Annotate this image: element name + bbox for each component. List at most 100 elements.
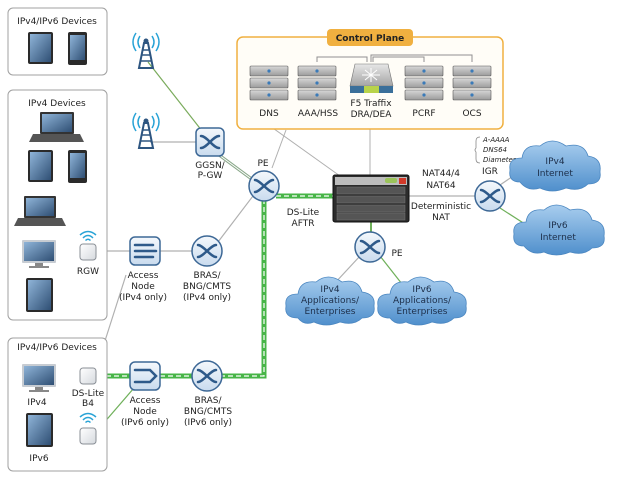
bras-bng-cmts-ipv6[interactable]: BRAS/ BNG/CMTS (IPv6 only) xyxy=(184,360,232,428)
cloud-icon xyxy=(509,140,601,192)
cloud-label-line1: IPv4 xyxy=(320,285,339,295)
igr-note: Diameter xyxy=(483,156,517,164)
access-node-icon xyxy=(133,368,158,384)
f5-cgnat-appliance[interactable] xyxy=(332,174,410,223)
ds-lite-tunnel xyxy=(98,193,333,379)
link-tower1-ggsn xyxy=(147,61,207,137)
monitor-icon xyxy=(22,364,56,392)
bras-v4-label-line2: BNG/CMTS xyxy=(183,282,231,292)
cloud-label-line1: IPv6 xyxy=(412,285,431,295)
server-label: DNS xyxy=(259,109,279,119)
bras-v6-label-line2: BNG/CMTS xyxy=(184,407,232,417)
b4-label-line1: DS-Lite xyxy=(72,389,105,399)
f5-traffix-dra-dea[interactable]: F5 Traffix DRA/DEA xyxy=(349,63,394,120)
bras-v4-label-line3: (IPv4 only) xyxy=(183,293,231,303)
cloud-icon xyxy=(513,204,605,256)
pe-router-lower[interactable]: PE xyxy=(354,231,403,263)
server-stack-icon xyxy=(249,65,289,101)
igr-router[interactable]: IGR xyxy=(474,167,506,212)
igr-note: A-AAAA xyxy=(482,136,510,144)
b4-label-line2: B4 xyxy=(82,399,94,409)
bras-v6-label-line1: BRAS/ xyxy=(195,396,223,406)
router-icon xyxy=(196,368,218,384)
cloud-ipv4-internet: IPv4 Internet xyxy=(509,140,601,192)
server-pcrf[interactable]: PCRF xyxy=(404,65,444,119)
server-label: OCS xyxy=(462,109,481,119)
cell-tower-icon xyxy=(132,112,160,149)
wifi-icon xyxy=(79,412,97,424)
nat-label-line1: NAT44/4 xyxy=(422,169,460,179)
switch-icon xyxy=(199,134,221,150)
tablet-icon xyxy=(28,150,53,182)
ds-lite-b4-node[interactable]: DS-Lite B4 xyxy=(72,367,105,409)
dra-label-line1: F5 Traffix xyxy=(350,99,392,109)
cloud-label-line1: IPv6 xyxy=(548,221,567,231)
smartphone-icon xyxy=(68,150,87,183)
control-plane-title-badge xyxy=(327,29,413,46)
nat-label-line2: NAT64 xyxy=(426,181,455,191)
aftr-label-line2: AFTR xyxy=(292,219,315,229)
server-aaa-hss[interactable]: AAA/HSS xyxy=(297,65,338,119)
group-title: IPv4 Devices xyxy=(28,99,86,109)
bras-v6-label-line3: (IPv6 only) xyxy=(184,418,232,428)
ggsn-label-line1: GGSN/ xyxy=(195,161,225,171)
server-label: PCRF xyxy=(412,109,435,119)
cloud-ipv4-applications: IPv4 Applications/ Enterprises xyxy=(285,276,375,326)
smartphone-icon xyxy=(68,32,87,65)
bras-v4-label-line1: BRAS/ xyxy=(194,271,222,281)
server-label: AAA/HSS xyxy=(298,109,338,119)
rgw-label: RGW xyxy=(77,267,99,277)
cloud-label-line2: Internet xyxy=(537,169,573,179)
server-ocs[interactable]: OCS xyxy=(452,65,492,119)
wifi-access-point-node[interactable] xyxy=(79,412,97,445)
tablet-icon xyxy=(26,278,53,312)
router-icon xyxy=(253,178,275,194)
cloud-icon xyxy=(377,276,467,326)
access-node-ipv6[interactable]: Access Node (IPv6 only) xyxy=(121,361,169,428)
server-stack-icon xyxy=(404,65,444,101)
group-ipv4-devices: IPv4 Devices xyxy=(7,89,108,321)
server-dns[interactable]: DNS xyxy=(249,65,289,119)
monitor-icon xyxy=(22,240,56,268)
control-plane-title: Control Plane xyxy=(336,34,405,44)
cloud-label-line2: Applications/ xyxy=(301,296,360,306)
group-top-devices: IPv4/IPv6 Devices xyxy=(7,7,108,76)
access-node-ipv4[interactable]: Access Node (IPv4 only) xyxy=(119,236,167,303)
det-nat-label-line2: NAT xyxy=(432,213,450,223)
cloud-label-line2: Internet xyxy=(540,233,576,243)
cloud-label-line2: Applications/ xyxy=(393,296,452,306)
cell-tower-icon xyxy=(132,32,160,69)
control-plane: Control Plane DNS AAA/HSS xyxy=(236,29,504,130)
group-title: IPv4/IPv6 Devices xyxy=(17,17,97,27)
ipv4-device-label: IPv4 xyxy=(27,398,46,408)
cloud-label-line3: Enterprises xyxy=(397,307,448,317)
ggsn-label-line2: P-GW xyxy=(198,171,223,181)
link-ggsn-pe-inner xyxy=(214,151,254,181)
aftr-label-line1: DS-Lite xyxy=(287,208,320,218)
wifi-icon xyxy=(79,230,97,242)
cloud-icon xyxy=(285,276,375,326)
laptop-icon xyxy=(29,112,84,142)
bras-bng-cmts-ipv4[interactable]: BRAS/ BNG/CMTS (IPv4 only) xyxy=(183,235,231,303)
cloud-ipv6-applications: IPv6 Applications/ Enterprises xyxy=(377,276,467,326)
det-nat-label-line1: Deterministic xyxy=(411,202,471,212)
server-stack-icon xyxy=(297,65,337,101)
cloud-label-line1: IPv4 xyxy=(545,157,564,167)
rgw-node[interactable]: RGW xyxy=(77,230,99,278)
laptop-icon xyxy=(14,196,66,226)
pe-router-main[interactable]: PE xyxy=(248,159,280,202)
pe-lower-label: PE xyxy=(391,249,402,259)
access-v6-label-line2: Node xyxy=(133,407,157,417)
ggsn-pgw-node[interactable]: GGSN/ P-GW xyxy=(195,127,226,181)
link-pelower-ipv6apps xyxy=(379,255,403,285)
cloud-label-line3: Enterprises xyxy=(305,307,356,317)
link-dns-f5 xyxy=(269,125,341,177)
dra-switch-icon xyxy=(349,63,394,93)
tablet-icon xyxy=(28,32,53,64)
igr-note: DNS64 xyxy=(483,146,507,154)
igr-label: IGR xyxy=(482,167,498,177)
cloud-ipv6-internet: IPv6 Internet xyxy=(513,204,605,256)
access-v4-label-line3: (IPv4 only) xyxy=(119,293,167,303)
access-v4-label-line2: Node xyxy=(131,282,155,292)
